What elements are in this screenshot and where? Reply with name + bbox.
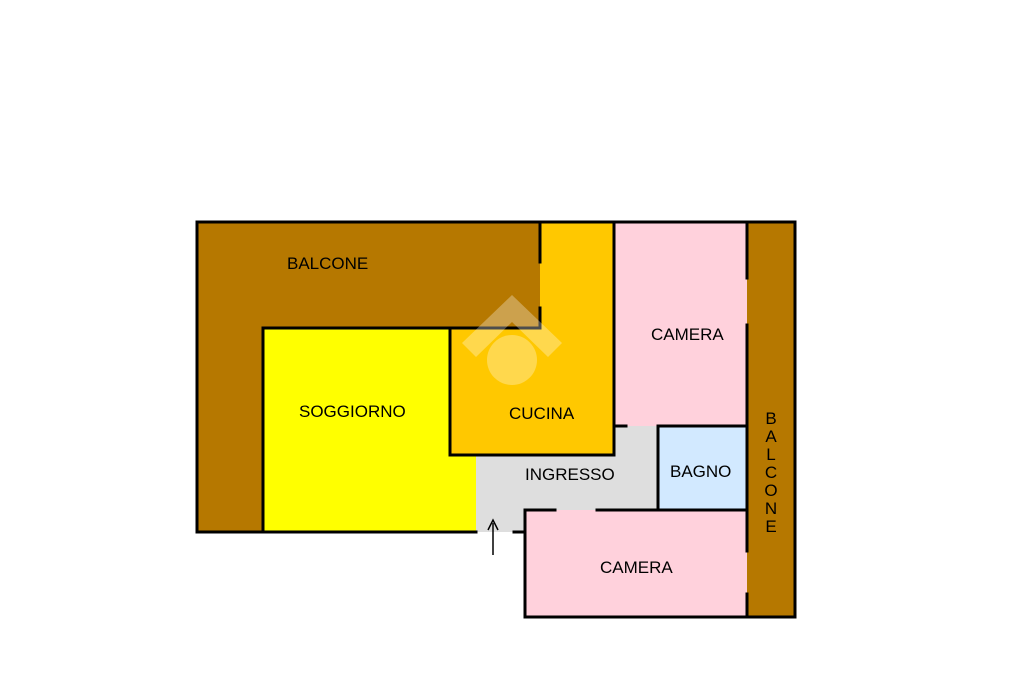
balcone-top-area (197, 222, 540, 532)
balcone-right-letter: A (765, 427, 777, 446)
balcone-right-letter: C (765, 463, 777, 482)
balcone-right-letter: B (765, 409, 776, 428)
balcone-right-letter: L (766, 445, 775, 464)
cucina-area (450, 222, 614, 455)
camera-bottom-area (525, 510, 747, 617)
balcone-top-label: BALCONE (287, 254, 368, 273)
camera-top-area (614, 222, 747, 426)
balcone-right-letter: E (765, 517, 776, 536)
house-logo-icon (462, 295, 562, 385)
ingresso-area (476, 426, 658, 532)
balcone-right-area (747, 222, 795, 617)
camera-top-label: CAMERA (651, 325, 724, 344)
balcone-right-letter: O (764, 481, 777, 500)
bagno-area (658, 426, 747, 510)
camera-bottom-label: CAMERA (600, 558, 673, 577)
bagno-label: BAGNO (670, 462, 731, 481)
soggiorno-label: SOGGIORNO (299, 402, 406, 421)
ingresso-label: INGRESSO (525, 465, 615, 484)
arrow-up-icon (487, 518, 499, 555)
soggiorno-area (263, 328, 476, 532)
balcone-right-letter: N (765, 499, 777, 518)
walls (195, 220, 797, 619)
cucina-label: CUCINA (509, 404, 575, 423)
